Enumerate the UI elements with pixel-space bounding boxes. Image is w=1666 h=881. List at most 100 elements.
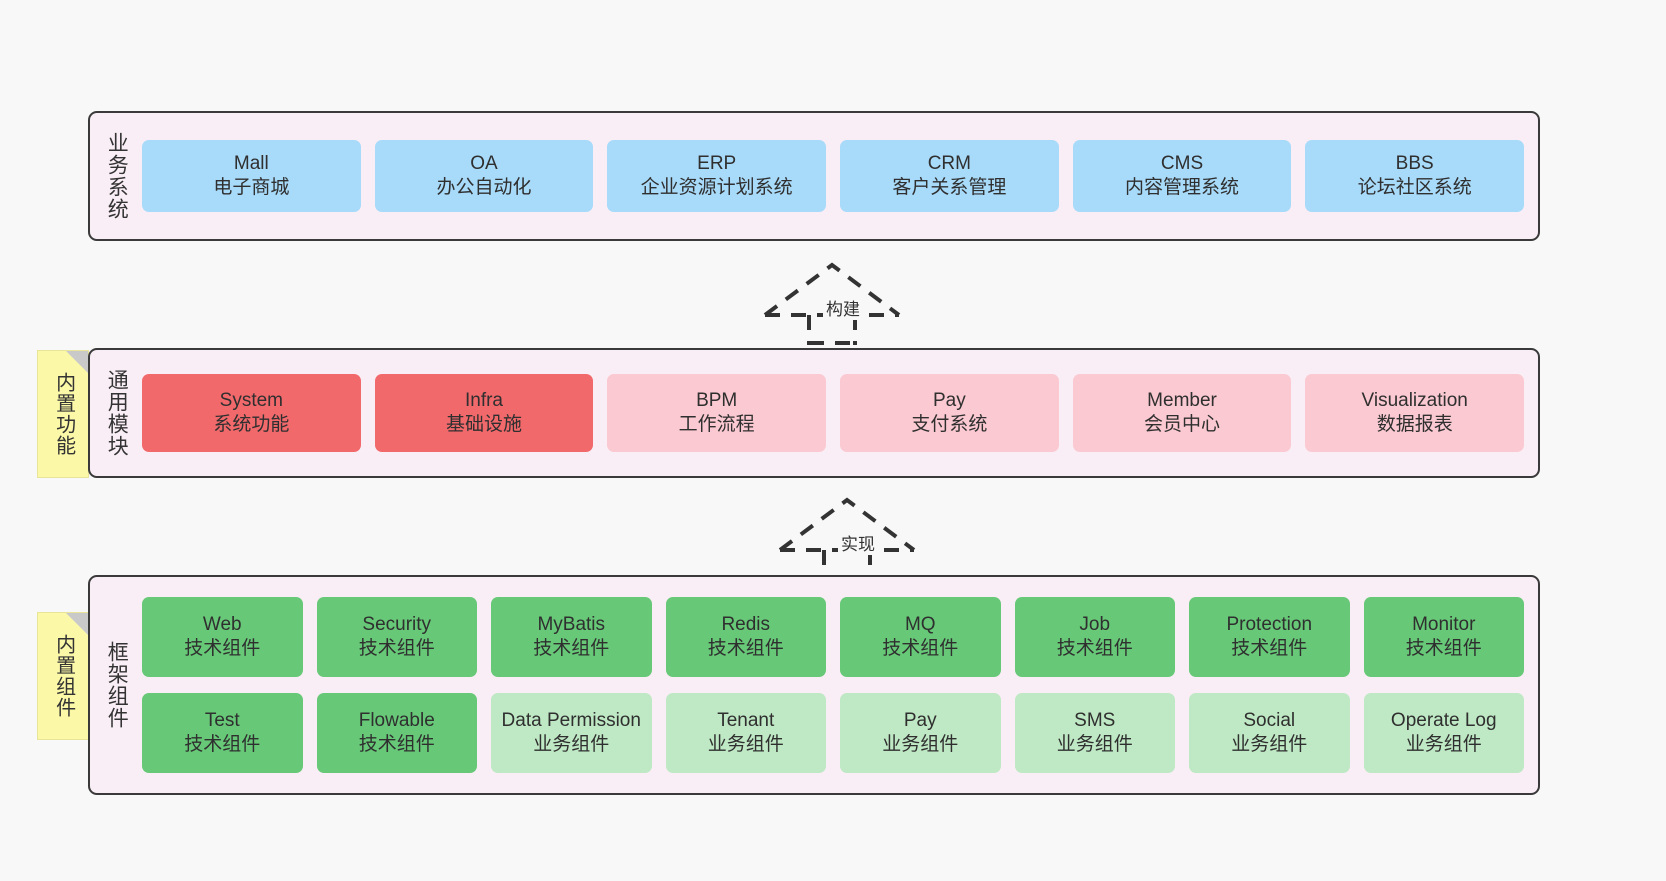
node-title: Tenant [717, 709, 775, 731]
node-title: Mall [233, 152, 269, 174]
node-data-permission[interactable]: Data Permission 业务组件 [491, 693, 652, 773]
node-subtitle: 办公自动化 [436, 177, 532, 198]
node-system[interactable]: System 系统功能 [142, 374, 361, 452]
connector-build: 构建 [757, 259, 907, 345]
node-bpm[interactable]: BPM 工作流程 [607, 374, 827, 452]
layer-body-framework-component: Web 技术组件 Security 技术组件 MyBatis 技术组件 Redi… [142, 577, 1538, 793]
node-subtitle: 业务组件 [707, 734, 784, 755]
node-subtitle: 技术组件 [707, 638, 784, 659]
node-tenant[interactable]: Tenant 业务组件 [665, 693, 826, 773]
sticky-note-label: 内置组件 [52, 634, 75, 718]
node-title: Web [202, 613, 242, 635]
node-operate-log[interactable]: Operate Log 业务组件 [1363, 693, 1524, 773]
node-web[interactable]: Web 技术组件 [142, 597, 303, 677]
node-subtitle: 企业资源计划系统 [640, 177, 793, 198]
node-title: OA [470, 152, 498, 174]
node-job[interactable]: Job 技术组件 [1014, 597, 1175, 677]
layer-common-module: 通用模块 System 系统功能 Infra 基础设施 BPM 工作流程 Pay… [88, 348, 1540, 478]
layer-label-business-system: 业务系统 [105, 132, 129, 220]
node-subtitle: 技术组件 [358, 638, 435, 659]
node-oa[interactable]: OA 办公自动化 [374, 140, 594, 212]
sticky-note-builtin-features: 内置功能 [37, 350, 89, 478]
node-visualization[interactable]: Visualization 数据报表 [1305, 374, 1525, 452]
node-subtitle: 技术组件 [184, 638, 261, 659]
layer-framework-component: 框架组件 Web 技术组件 Security 技术组件 MyBatis 技术组件… [88, 575, 1540, 795]
sticky-note-builtin-components: 内置组件 [37, 612, 89, 740]
node-title: Visualization [1361, 389, 1468, 411]
node-subtitle: 技术组件 [1056, 638, 1133, 659]
node-redis[interactable]: Redis 技术组件 [665, 597, 826, 677]
row-tech-components: Web 技术组件 Security 技术组件 MyBatis 技术组件 Redi… [142, 597, 1524, 677]
node-title: Redis [721, 613, 771, 635]
node-subtitle: 会员中心 [1144, 414, 1221, 435]
node-subtitle: 业务组件 [1405, 734, 1482, 755]
node-subtitle: 技术组件 [358, 734, 435, 755]
node-pay[interactable]: Pay 支付系统 [840, 374, 1059, 452]
node-subtitle: 系统功能 [213, 414, 290, 435]
layer-label-framework-component: 框架组件 [105, 641, 129, 729]
node-sms[interactable]: SMS 业务组件 [1014, 693, 1175, 773]
node-title: System [219, 389, 284, 411]
node-title: Job [1079, 613, 1111, 635]
node-subtitle: 内容管理系统 [1125, 177, 1240, 198]
layer-label-common-module: 通用模块 [105, 369, 129, 457]
node-subtitle: 客户关系管理 [892, 177, 1007, 198]
node-title: Protection [1226, 613, 1313, 635]
node-subtitle: 业务组件 [882, 734, 959, 755]
node-subtitle: 工作流程 [678, 414, 755, 435]
node-pay-component[interactable]: Pay 业务组件 [840, 693, 1001, 773]
connector-build-label: 构建 [823, 295, 863, 320]
node-cms[interactable]: CMS 内容管理系统 [1072, 140, 1292, 212]
node-flowable[interactable]: Flowable 技术组件 [316, 693, 477, 773]
node-title: Social [1243, 709, 1296, 731]
node-crm[interactable]: CRM 客户关系管理 [840, 140, 1059, 212]
node-subtitle: 论坛社区系统 [1357, 177, 1472, 198]
row-business-systems: Mall 电子商城 OA 办公自动化 ERP 企业资源计划系统 CRM 客户关系… [142, 140, 1525, 212]
node-subtitle: 技术组件 [533, 638, 610, 659]
node-title: MQ [904, 613, 936, 635]
node-title: SMS [1074, 709, 1116, 731]
node-subtitle: 电子商城 [213, 177, 290, 198]
node-member[interactable]: Member 会员中心 [1072, 374, 1292, 452]
node-social[interactable]: Social 业务组件 [1189, 693, 1350, 773]
node-subtitle: 业务组件 [1231, 734, 1308, 755]
node-protection[interactable]: Protection 技术组件 [1189, 597, 1350, 677]
node-subtitle: 基础设施 [446, 414, 523, 435]
layer-body-common-module: System 系统功能 Infra 基础设施 BPM 工作流程 Pay 支付系统… [142, 350, 1538, 476]
node-security[interactable]: Security 技术组件 [316, 597, 477, 677]
connector-implement: 实现 [772, 494, 922, 580]
node-subtitle: 技术组件 [1405, 638, 1482, 659]
layer-business-system: 业务系统 Mall 电子商城 OA 办公自动化 ERP 企业资源计划系统 CRM… [88, 111, 1540, 241]
node-infra[interactable]: Infra 基础设施 [374, 374, 594, 452]
node-title: Data Permission [501, 709, 641, 731]
node-subtitle: 技术组件 [1231, 638, 1308, 659]
node-title: Operate Log [1390, 709, 1497, 731]
node-title: BPM [696, 389, 738, 411]
node-title: Pay [903, 709, 937, 731]
node-mq[interactable]: MQ 技术组件 [840, 597, 1001, 677]
node-subtitle: 技术组件 [882, 638, 959, 659]
node-mybatis[interactable]: MyBatis 技术组件 [491, 597, 652, 677]
node-monitor[interactable]: Monitor 技术组件 [1363, 597, 1524, 677]
connector-implement-label: 实现 [838, 530, 878, 555]
node-bbs[interactable]: BBS 论坛社区系统 [1305, 140, 1525, 212]
node-erp[interactable]: ERP 企业资源计划系统 [607, 140, 827, 212]
node-title: Flowable [358, 709, 435, 731]
node-title: Pay [932, 389, 966, 411]
node-subtitle: 数据报表 [1376, 414, 1453, 435]
node-title: Security [362, 613, 432, 635]
node-test[interactable]: Test 技术组件 [142, 693, 303, 773]
node-mall[interactable]: Mall 电子商城 [142, 140, 361, 212]
node-title: MyBatis [537, 613, 606, 635]
row-common-modules: System 系统功能 Infra 基础设施 BPM 工作流程 Pay 支付系统… [142, 374, 1525, 452]
node-title: Monitor [1412, 613, 1476, 635]
node-title: CRM [927, 152, 971, 174]
node-subtitle: 业务组件 [533, 734, 610, 755]
node-title: BBS [1395, 152, 1434, 174]
layer-body-business-system: Mall 电子商城 OA 办公自动化 ERP 企业资源计划系统 CRM 客户关系… [142, 113, 1538, 239]
node-title: Test [204, 709, 240, 731]
row-business-components: Test 技术组件 Flowable 技术组件 Data Permission … [142, 693, 1524, 773]
node-subtitle: 技术组件 [184, 734, 261, 755]
node-title: CMS [1160, 152, 1204, 174]
